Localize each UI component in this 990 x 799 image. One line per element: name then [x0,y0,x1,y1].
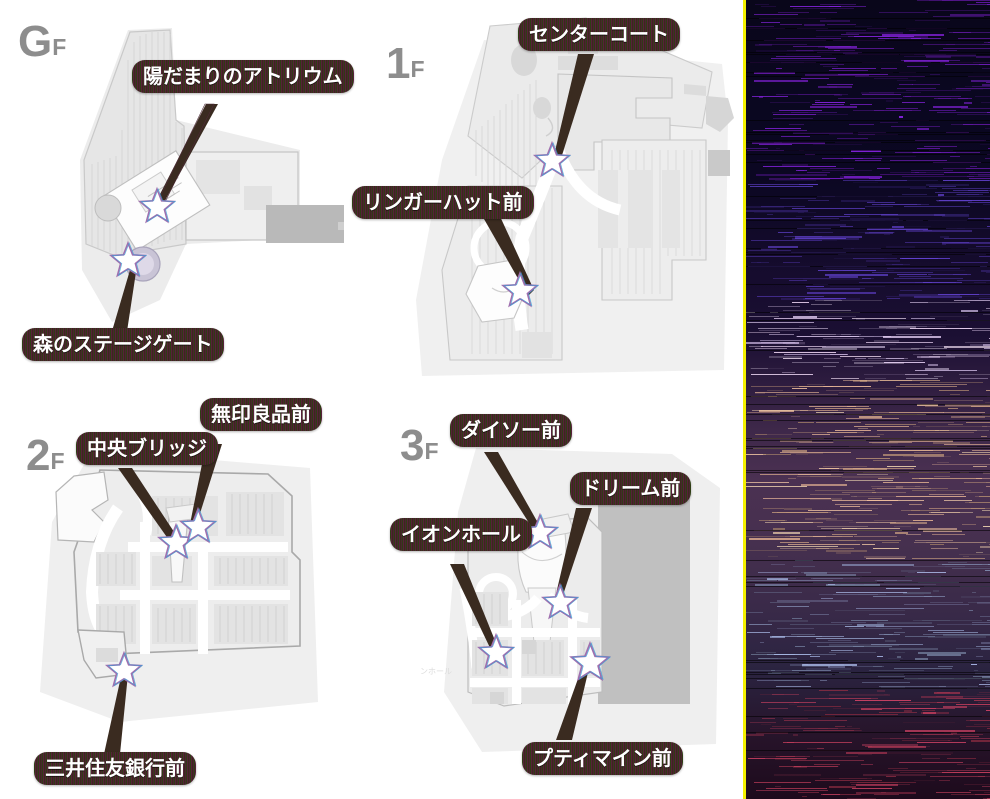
callout-badge-ringer-hut-front[interactable]: リンガーハット前 [352,186,534,220]
star-marker-icon[interactable] [178,506,218,551]
star-marker-icon[interactable] [532,140,572,185]
star-marker-icon[interactable] [104,650,144,695]
star-marker-icon[interactable] [500,270,540,315]
floor-tag-gf: GF [18,17,66,66]
callout-badge-muji-front[interactable]: 無印良品前 [200,398,322,432]
floor-tag-1f: 1F [386,39,425,88]
svg-text:ンホール: ンホール [420,667,452,676]
floor-panel-2f: 2F [0,392,372,799]
floor-tag-3f: 3F [400,421,439,470]
star-marker-icon[interactable] [540,582,580,627]
callout-badge-atrium[interactable]: 陽だまりのアトリウム [132,60,354,94]
callout-badge-aeon-hall[interactable]: イオンホール [390,518,532,552]
callout-badge-smbc-bank-front[interactable]: 三井住友銀行前 [34,752,196,786]
floor-tag-2f: 2F [26,431,65,480]
floor-panel-gf: GF [0,0,372,392]
floor-maps-area: GF [0,0,743,799]
callout-badge-petit-main-front[interactable]: プティマイン前 [522,742,683,776]
floor-panel-3f: 3F [372,392,743,799]
star-marker-icon[interactable] [137,186,177,231]
noise-gradient-base [743,0,990,799]
star-marker-icon[interactable] [476,632,516,677]
callout-badge-dream-front[interactable]: ドリーム前 [570,472,692,506]
panel-left-edge-line [743,0,746,799]
callout-badge-central-bridge[interactable]: 中央ブリッジ [76,432,218,466]
star-marker-icon[interactable] [108,240,148,285]
callout-badge-daiso-front[interactable]: ダイソー前 [450,414,572,448]
star-marker-icon[interactable] [568,640,612,689]
callout-badge-center-court[interactable]: センターコート [518,18,680,52]
floor-panel-1f: 1F [352,0,743,392]
glitch-noise-panel [743,0,990,799]
callout-badge-forest-stage-gate[interactable]: 森のステージゲート [22,328,224,362]
